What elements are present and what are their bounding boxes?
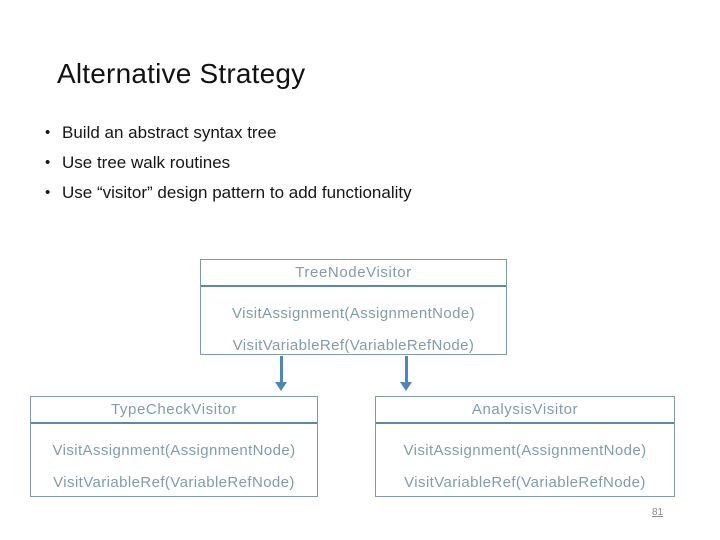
- uml-box-analysis-visitor: AnalysisVisitor VisitAssignment(Assignme…: [375, 396, 675, 497]
- bullet-list: Build an abstract syntax tree Use tree w…: [43, 123, 412, 213]
- uml-class-title: AnalysisVisitor: [376, 397, 674, 424]
- arrow-head: [400, 382, 412, 391]
- uml-box-type-check-visitor: TypeCheckVisitor VisitAssignment(Assignm…: [30, 396, 318, 497]
- uml-class-title: TreeNodeVisitor: [201, 260, 506, 287]
- uml-method: VisitVariableRef(VariableRefNode): [53, 474, 295, 491]
- uml-method: VisitAssignment(AssignmentNode): [231, 305, 476, 322]
- uml-method: VisitAssignment(AssignmentNode): [52, 442, 296, 459]
- uml-method: VisitVariableRef(VariableRefNode): [404, 474, 646, 491]
- arrow-line: [279, 356, 283, 382]
- arrow-line: [404, 356, 408, 382]
- uml-class-title: TypeCheckVisitor: [31, 397, 317, 424]
- bullet-item: Build an abstract syntax tree: [43, 123, 412, 142]
- arrow-down-icon: [400, 356, 412, 391]
- bullet-item: Use “visitor” design pattern to add func…: [43, 183, 412, 202]
- arrow-head: [275, 382, 287, 391]
- bullet-item: Use tree walk routines: [43, 153, 412, 172]
- arrow-down-icon: [275, 356, 287, 391]
- page-number: 81: [652, 507, 664, 518]
- slide-title: Alternative Strategy: [57, 58, 306, 89]
- uml-method: VisitAssignment(AssignmentNode): [403, 442, 647, 459]
- uml-box-tree-node-visitor: TreeNodeVisitor VisitAssignment(Assignme…: [200, 259, 507, 355]
- uml-method: VisitVariableRef(VariableRefNode): [232, 337, 475, 354]
